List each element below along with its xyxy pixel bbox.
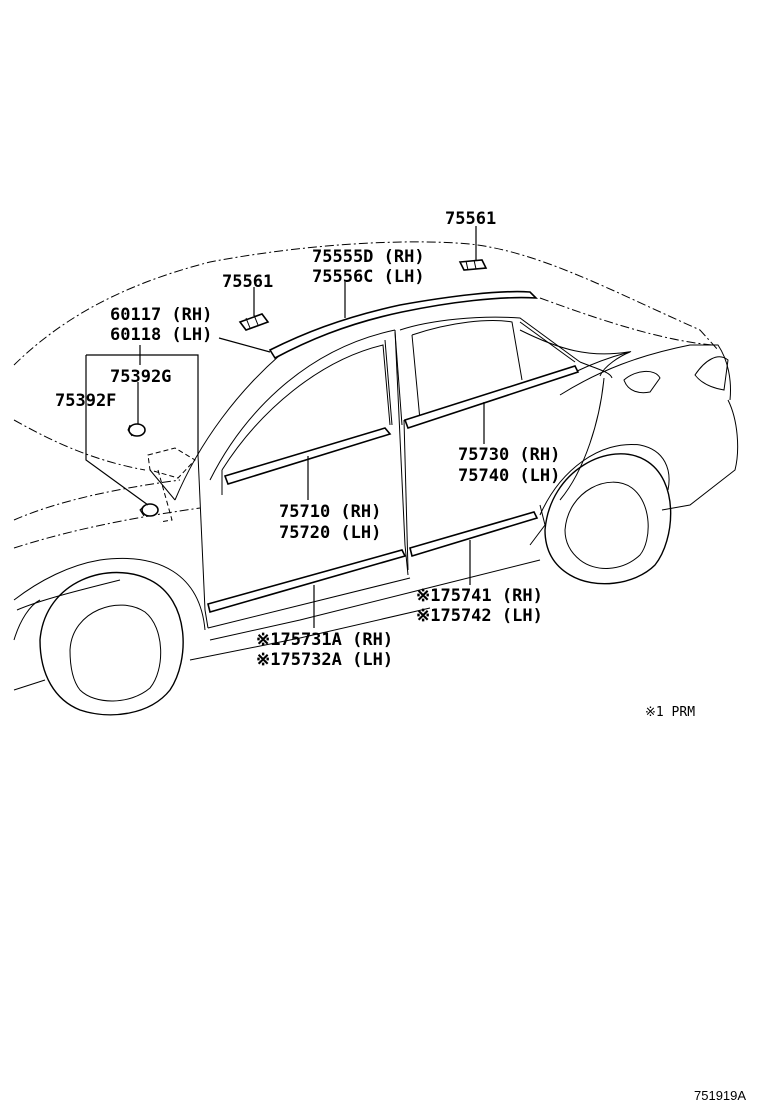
clip-75561-right xyxy=(458,259,488,271)
label-60117: 60117 (RH) xyxy=(110,305,212,325)
label-175731a: ※175731A (RH) xyxy=(256,630,393,650)
label-75556c: 75556C (LH) xyxy=(312,267,425,287)
label-60118: 60118 (LH) xyxy=(110,325,212,345)
roof-drip-moulding xyxy=(268,290,539,360)
label-75555d: 75555D (RH) xyxy=(312,247,425,267)
car-body-outline xyxy=(13,241,739,716)
label-75392f: 75392F xyxy=(55,391,116,411)
front-lower-moulding xyxy=(207,549,407,613)
label-75710: 75710 (RH) xyxy=(279,502,381,522)
fastener-75392g xyxy=(127,423,146,437)
leader-lines xyxy=(85,226,485,628)
label-75720: 75720 (LH) xyxy=(279,523,381,543)
rear-belt-moulding xyxy=(403,365,580,430)
label-175742: ※175742 (LH) xyxy=(416,606,543,626)
label-175732a: ※175732A (LH) xyxy=(256,650,393,670)
fastener-75392f xyxy=(139,503,159,517)
footnote-prm: ※1 PRM xyxy=(645,705,695,720)
label-75561-right: 75561 xyxy=(445,209,496,229)
part-labels: 75561 75555D (RH) 75556C (LH) 75561 6011… xyxy=(55,209,746,1103)
label-75740: 75740 (LH) xyxy=(458,466,560,486)
figure-id: 751919A xyxy=(694,1088,746,1103)
label-75392g: 75392G xyxy=(110,367,171,387)
rear-lower-moulding xyxy=(409,511,539,558)
label-75561-left: 75561 xyxy=(222,272,273,292)
clip-75561-left xyxy=(238,313,270,331)
label-175741: ※175741 (RH) xyxy=(416,586,543,606)
label-75730: 75730 (RH) xyxy=(458,445,560,465)
